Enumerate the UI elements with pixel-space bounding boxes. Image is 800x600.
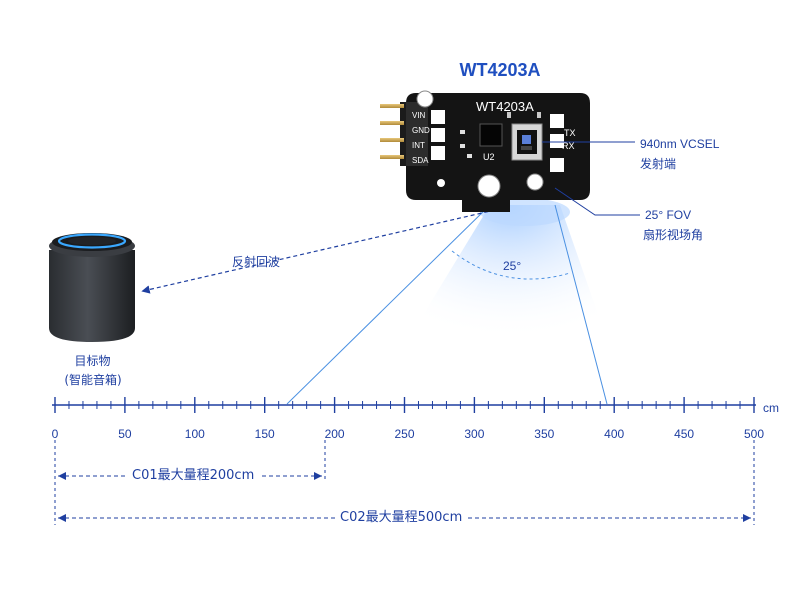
ruler-unit: cm xyxy=(763,401,779,415)
ruler-tick-label: 450 xyxy=(674,427,695,441)
c02-range-arrow xyxy=(58,514,751,522)
vcsel-label: 940nm VCSEL xyxy=(640,137,720,151)
ruler-tick-label: 350 xyxy=(534,427,555,441)
reflection-label: 反射回波 xyxy=(232,255,281,269)
ruler-tick-label: 0 xyxy=(51,427,59,441)
ruler-tick-label: 150 xyxy=(254,427,275,441)
fov-left-line xyxy=(286,204,491,405)
fov-sector-label: 扇形视场角 xyxy=(643,228,704,242)
c02-range-label: C02最大量程500cm xyxy=(340,510,463,525)
ruler-tick-label: 100 xyxy=(184,427,205,441)
pin-label-sda: SDA xyxy=(412,156,429,165)
fov-angle-arc xyxy=(451,250,571,280)
c01-range-label: C01最大量程200cm xyxy=(132,468,255,483)
sensor-module xyxy=(380,90,590,212)
emitter-label: 发射端 xyxy=(640,157,677,171)
ruler-tick-label: 200 xyxy=(324,427,345,441)
board-name-silkscreen: WT4203A xyxy=(476,99,534,114)
ruler-tick-label: 400 xyxy=(604,427,625,441)
target-label: 目标物 xyxy=(74,354,111,368)
c01-range-arrow xyxy=(58,472,322,480)
ruler-tick-label: 500 xyxy=(743,427,765,441)
fov-callout-line xyxy=(554,187,640,216)
tx-label: TX xyxy=(564,128,576,138)
pin-label-int: INT xyxy=(412,141,425,150)
ruler-tick-label: 300 xyxy=(464,427,485,441)
pin-label-gnd: GND xyxy=(412,126,430,135)
smart-speaker xyxy=(49,233,135,342)
ruler-tick-label: 250 xyxy=(394,427,415,441)
fov-right-line xyxy=(554,204,608,405)
reflection-arrow xyxy=(141,209,496,294)
rx-label: RX xyxy=(562,141,575,151)
distance-ruler xyxy=(52,397,756,413)
fov-label: 25° FOV xyxy=(645,208,692,222)
ruler-tick-label: 50 xyxy=(118,427,132,441)
module-title: WT4203A xyxy=(459,60,541,80)
pin-label-vin: VIN xyxy=(412,111,426,120)
target-subtitle: (智能音箱) xyxy=(64,373,122,387)
chip-u2-label: U2 xyxy=(483,152,495,162)
fov-angle-label: 25° xyxy=(503,259,522,273)
